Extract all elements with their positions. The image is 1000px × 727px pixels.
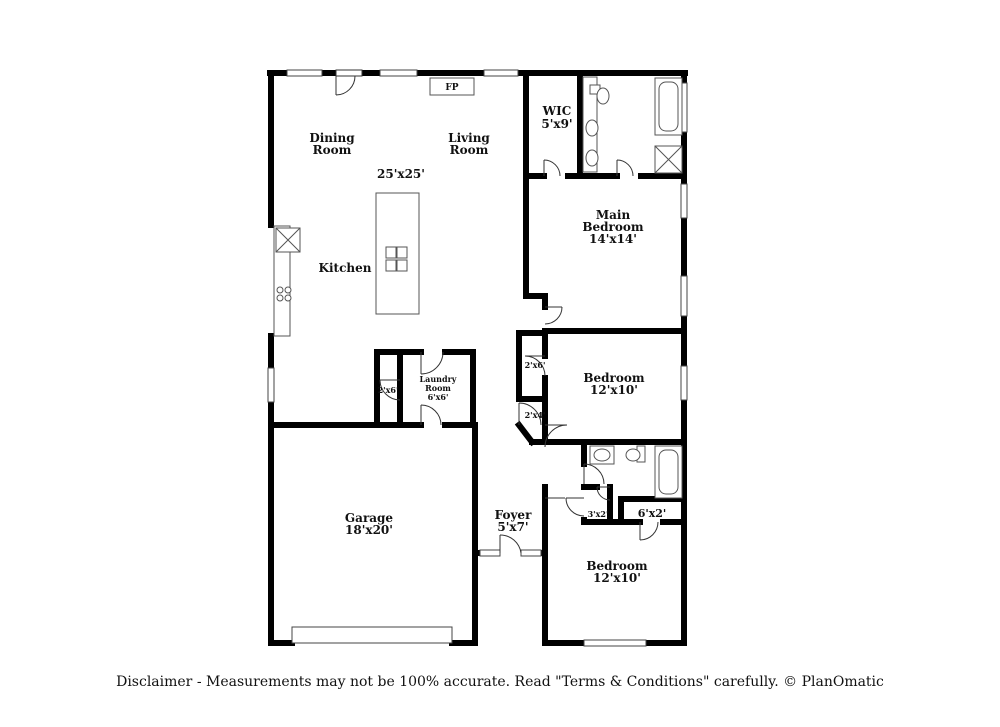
great-room-dimensions: 25'x25' xyxy=(377,167,425,181)
fireplace-label: FP xyxy=(445,83,458,93)
closet-label: 3'x2' xyxy=(588,509,609,519)
doors xyxy=(335,69,659,554)
main-bedroom-dimensions: 14'x14' xyxy=(589,232,637,246)
fixtures xyxy=(273,76,683,499)
kitchen-counter xyxy=(273,225,291,337)
closet-label: 2'x4' xyxy=(525,410,546,420)
dining-label: Dining xyxy=(309,131,355,145)
main-bedroom-label: Bedroom xyxy=(582,220,643,234)
disclaimer-text: Disclaimer - Measurements may not be 100… xyxy=(116,674,884,690)
wic-label: WIC xyxy=(542,104,572,118)
sink-icon xyxy=(585,149,599,167)
foyer-label: Foyer xyxy=(495,508,532,522)
bedroom-label: Bedroom xyxy=(586,559,647,573)
bedroom-label: Bedroom xyxy=(583,371,644,385)
garage-label: Garage xyxy=(345,511,394,525)
windows xyxy=(267,69,688,647)
wic-dimensions: 5'x9' xyxy=(541,117,572,131)
bedroom-dimensions: 12'x10' xyxy=(593,571,641,585)
closet-label: 2'x6' xyxy=(378,385,399,395)
laundry-label: Laundry xyxy=(420,374,457,384)
closet-label: 6'x2' xyxy=(638,507,667,520)
laundry-label: Room xyxy=(425,383,451,393)
fireplace-icon xyxy=(429,77,475,96)
room-labels: FP Dining Room Living Room 25'x25' Kitch… xyxy=(309,83,666,585)
kitchen-label: Kitchen xyxy=(319,261,372,275)
walls xyxy=(267,70,688,646)
living-label: Room xyxy=(450,143,489,157)
laundry-dimensions: 6'x6' xyxy=(428,392,449,402)
main-bedroom-label: Main xyxy=(596,208,631,222)
garage-dimensions: 18'x20' xyxy=(345,523,393,537)
living-label: Living xyxy=(448,131,490,145)
foyer-dimensions: 5'x7' xyxy=(497,520,528,534)
bedroom-dimensions: 12'x10' xyxy=(590,383,638,397)
dining-label: Room xyxy=(313,143,352,157)
closet-label: 2'x6' xyxy=(525,360,546,370)
sink-icon xyxy=(585,119,599,137)
